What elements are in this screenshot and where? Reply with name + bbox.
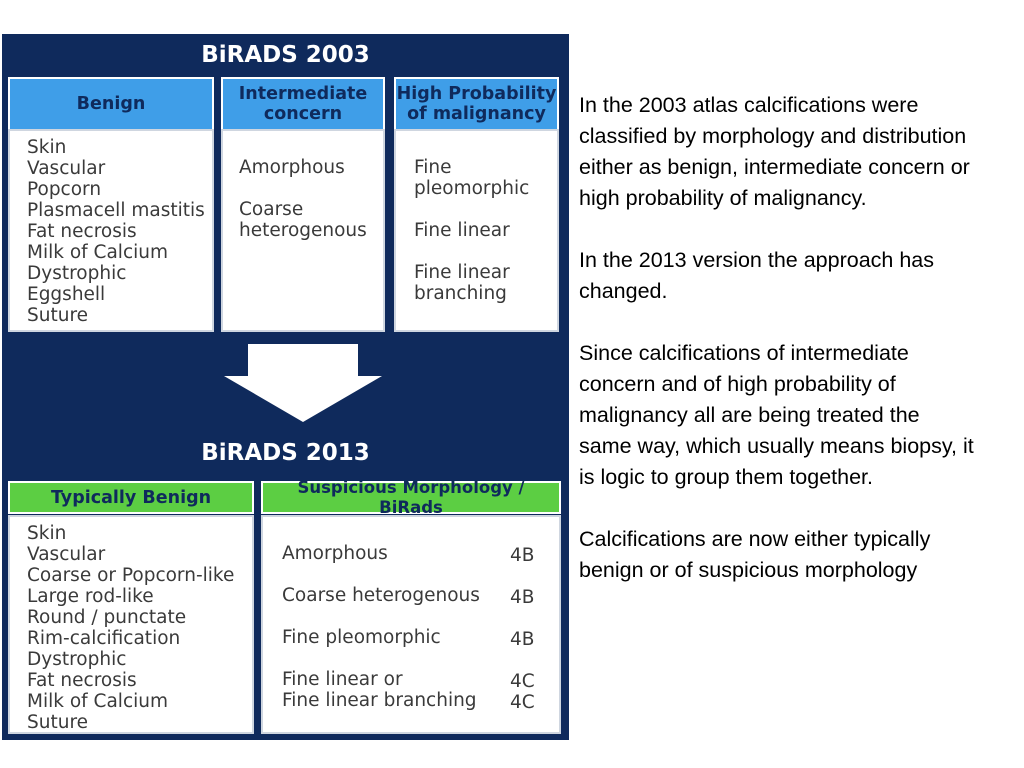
birads-category: 4B	[510, 545, 550, 566]
list-item: Dystrophic	[27, 649, 127, 670]
suspicious-row-name: Coarse heterogenous	[282, 585, 497, 606]
list-item: Fine pleomorphic	[414, 157, 557, 199]
benign-2003-header: Benign	[8, 77, 214, 129]
list-item: Milk of Calcium	[27, 242, 168, 263]
suspicious-row-name: Fine pleomorphic	[282, 627, 497, 648]
list-item: Fat necrosis	[27, 670, 137, 691]
list-item: Coarse heterogenous	[239, 199, 383, 241]
list-item: Large rod-like	[27, 586, 154, 607]
high-probability-2003-header: High Probability of malignancy	[394, 77, 559, 129]
birads-category: 4C 4C	[510, 671, 550, 713]
list-item: Amorphous	[239, 157, 383, 178]
explanation-text: In the 2003 atlas calcifications were cl…	[579, 90, 1019, 617]
suspicious-morphology-header-label: Suspicious Morphology / BiRads	[297, 477, 525, 517]
list-item-line: Fine linear	[414, 262, 510, 283]
category-line: 4B	[510, 545, 535, 566]
list-item-line: Fine linear	[414, 220, 510, 241]
text-line: concern and of high probability of	[579, 372, 896, 396]
category-line: 4B	[510, 629, 535, 650]
text-line: Calcifications are now either typically	[579, 527, 931, 551]
row-name-line: Fine linear branching	[282, 690, 477, 711]
high-probability-2003-list: Fine pleomorphic Fine linear Fine linear…	[394, 129, 559, 332]
list-item: Coarse or Popcorn-like	[27, 565, 235, 586]
list-item: Fine linear branching	[414, 262, 557, 304]
list-item: Dystrophic	[27, 263, 127, 284]
list-item-line: Amorphous	[239, 157, 345, 178]
typically-benign-header-label: Typically Benign	[50, 487, 212, 508]
birads-2003-title: BiRADS 2003	[201, 42, 370, 68]
header-line: of malignancy	[407, 104, 546, 124]
paragraph: In the 2013 version the approach has cha…	[579, 245, 1019, 307]
paragraph: In the 2003 atlas calcifications were cl…	[579, 90, 1019, 214]
paragraph: Since calcifications of intermediate con…	[579, 338, 1019, 493]
list-item: Fine linear	[414, 220, 557, 241]
suspicious-row: Fine pleomorphic 4B	[282, 627, 559, 650]
list-item: Eggshell	[27, 284, 106, 305]
suspicious-morphology-2013-list: Amorphous 4B Coarse heterogenous 4B Fine…	[261, 515, 561, 734]
suspicious-row: Fine linear or Fine linear branching 4C …	[282, 669, 559, 713]
down-arrow-icon	[224, 344, 382, 422]
list-item-line: pleomorphic	[414, 178, 530, 199]
suspicious-row: Coarse heterogenous 4B	[282, 585, 559, 608]
suspicious-row-name: Fine linear or Fine linear branching	[282, 669, 497, 711]
text-line: same way, which usually means biopsy, it	[579, 434, 974, 458]
text-line: In the 2013 version the approach has	[579, 248, 935, 272]
row-name-line: Coarse heterogenous	[282, 585, 480, 606]
suspicious-row-name: Amorphous	[282, 543, 497, 564]
text-line: In the 2003 atlas calcifications were	[579, 93, 919, 117]
paragraph: Calcifications are now either typically …	[579, 524, 1019, 586]
intermediate-concern-2003-header: Intermediate concern	[221, 77, 385, 129]
intermediate-concern-2003-list: Amorphous Coarse heterogenous	[221, 129, 385, 332]
category-line: 4C	[510, 671, 535, 692]
text-line: malignancy all are being treated the	[579, 403, 920, 427]
list-item: Rim-calcification	[27, 628, 181, 649]
typically-benign-2013-list: Skin Vascular Coarse or Popcorn-like Lar…	[8, 515, 254, 734]
list-item: Round / punctate	[27, 607, 187, 628]
birads-comparison-figure: BiRADS 2003 Benign Skin Vascular Popcorn…	[2, 34, 569, 740]
typically-benign-2013-header: Typically Benign	[8, 481, 254, 514]
category-line: 4B	[510, 587, 535, 608]
list-item: Vascular	[27, 158, 106, 179]
list-item: Skin	[27, 523, 67, 544]
row-name-line: Amorphous	[282, 543, 388, 564]
header-line: Intermediate	[238, 84, 368, 104]
list-item: Milk of Calcium	[27, 691, 168, 712]
text-line: classified by morphology and distributio…	[579, 124, 967, 148]
text-line: benign or of suspicious morphology	[579, 558, 918, 582]
suspicious-row: Amorphous 4B	[282, 543, 559, 566]
list-item: Suture	[27, 305, 89, 326]
list-item-line: Coarse	[239, 199, 304, 220]
text-line: either as benign, intermediate concern o…	[579, 155, 970, 179]
list-item: Popcorn	[27, 179, 102, 200]
header-line: concern	[263, 104, 343, 124]
list-item: Vascular	[27, 544, 106, 565]
list-item: Plasmacell mastitis	[27, 200, 205, 221]
birads-category: 4B	[510, 629, 550, 650]
suspicious-morphology-2013-header: Suspicious Morphology / BiRads	[261, 478, 561, 517]
birads-2013-title: BiRADS 2013	[201, 440, 370, 466]
header-line: High Probability	[396, 84, 557, 104]
text-line: Since calcifications of intermediate	[579, 341, 909, 365]
list-item: Fat necrosis	[27, 221, 137, 242]
birads-category: 4B	[510, 587, 550, 608]
list-item-line: branching	[414, 283, 507, 304]
text-line: is logic to group them together.	[579, 465, 874, 489]
list-item: Suture	[27, 712, 89, 733]
list-item: Skin	[27, 137, 67, 158]
benign-2003-header-label: Benign	[76, 94, 146, 114]
benign-2003-list: Skin Vascular Popcorn Plasmacell mastiti…	[8, 129, 214, 332]
text-line: high probability of malignancy.	[579, 186, 867, 210]
category-line: 4C	[510, 692, 535, 713]
row-name-line: Fine pleomorphic	[282, 627, 441, 648]
list-item-line: heterogenous	[239, 220, 367, 241]
text-line: changed.	[579, 279, 668, 303]
list-item-line: Fine	[414, 157, 452, 178]
row-name-line: Fine linear or	[282, 669, 403, 690]
